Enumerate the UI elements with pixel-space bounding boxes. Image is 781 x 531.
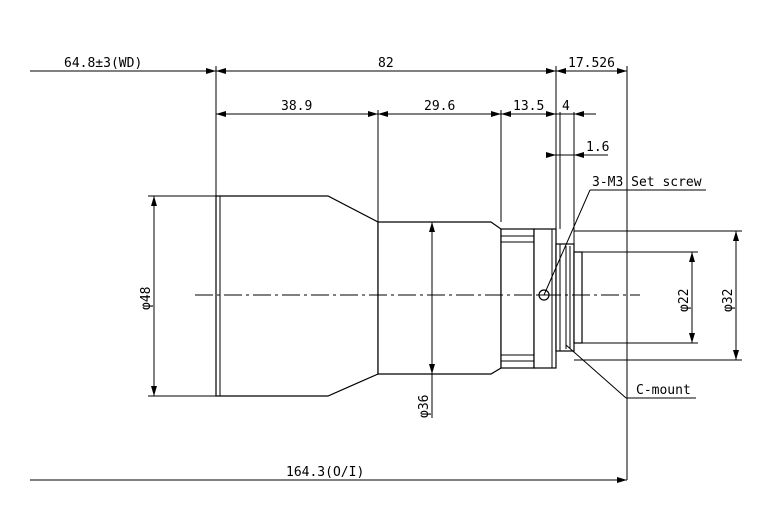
arrow [216, 68, 226, 74]
dim-ring-section: 13.5 [513, 99, 544, 114]
dim-front-section: 38.9 [281, 99, 312, 114]
front-barrel [215, 195, 379, 397]
arrow [491, 111, 501, 117]
dim-total-length: 164.3(O/I) [286, 465, 364, 480]
arrow [368, 111, 378, 117]
arrow [151, 386, 157, 396]
arrow [617, 68, 627, 74]
arrow [733, 350, 739, 360]
arrow [574, 111, 584, 117]
dim-diameter-inner: φ22 [677, 289, 692, 312]
callout-set-screw: 3-M3 Set screw [592, 175, 702, 190]
leader-c-mount [565, 344, 627, 399]
arrow [151, 196, 157, 206]
arrow [617, 477, 627, 483]
dim-diameter-middle: φ36 [417, 395, 432, 418]
callout-c-mount: C-mount [636, 383, 691, 398]
dim-working-distance: 64.8±3(WD) [64, 56, 142, 71]
middle-barrel [377, 221, 502, 375]
leader-set-screw [543, 189, 591, 296]
arrow [501, 111, 511, 117]
arrow [378, 111, 388, 117]
dim-diameter-outer: φ32 [721, 289, 736, 312]
dim-flange-back: 17.526 [568, 56, 615, 71]
arrow [546, 152, 556, 158]
mount-thread [573, 251, 583, 344]
dim-lens-length: 82 [378, 56, 394, 71]
arrow [546, 111, 556, 117]
arrow [206, 68, 216, 74]
arrow [689, 333, 695, 343]
arrow [429, 364, 435, 374]
arrow [689, 252, 695, 262]
dim-screw-offset: 1.6 [586, 140, 609, 155]
focus-ring [500, 228, 535, 369]
arrow [574, 152, 584, 158]
arrow [216, 111, 226, 117]
arrow [429, 222, 435, 232]
arrow [556, 68, 566, 74]
arrow [733, 231, 739, 241]
dim-diameter-front: φ48 [139, 287, 154, 310]
dim-mount-section: 4 [562, 99, 570, 114]
arrow [546, 68, 556, 74]
mount-flange [555, 243, 575, 352]
dim-middle-section: 29.6 [424, 99, 455, 114]
